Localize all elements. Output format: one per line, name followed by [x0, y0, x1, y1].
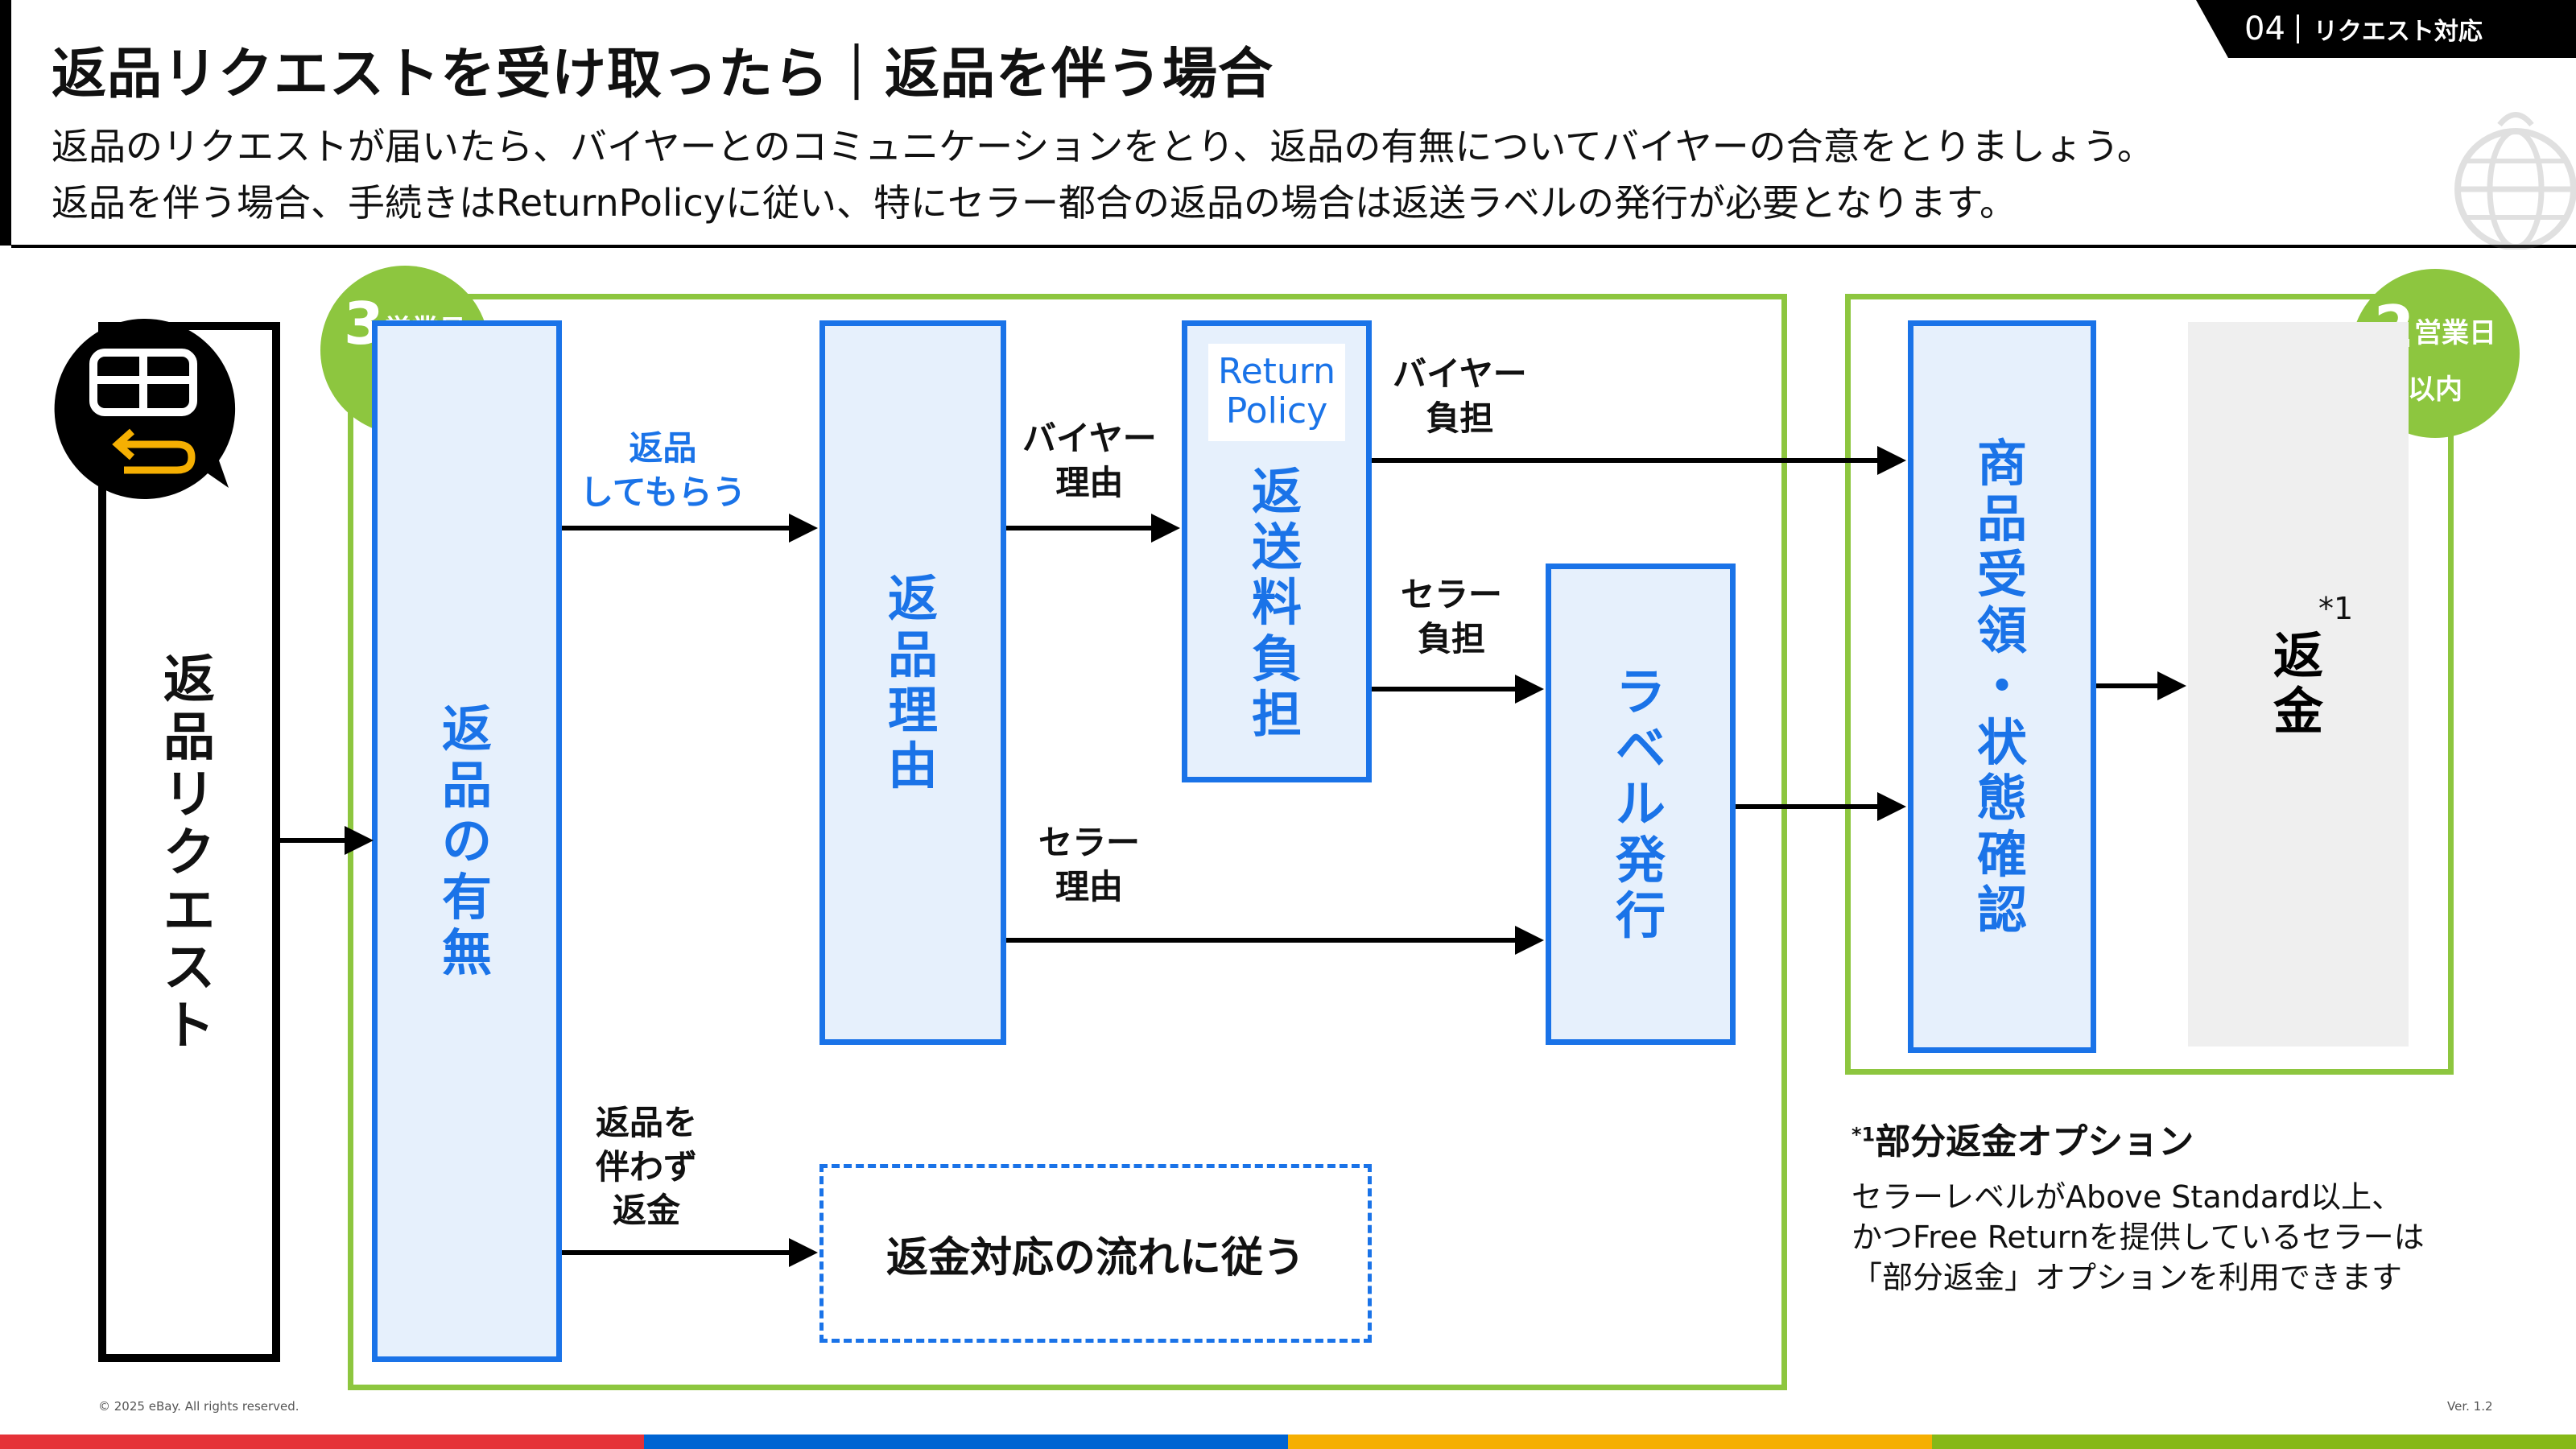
box-char: 有 — [441, 867, 492, 927]
request-char: リ — [163, 766, 215, 826]
note-line: セラーレベルがAbove Standard以上、 — [1852, 1179, 2403, 1215]
box-char: 負 — [1251, 629, 1302, 688]
request-char: ク — [163, 824, 215, 884]
section-label: リクエスト対応 — [2313, 18, 2483, 46]
box-char: 送 — [1251, 517, 1302, 576]
stripe-red — [0, 1435, 644, 1449]
request-char: 品 — [163, 708, 215, 768]
label-line: 理由 — [1055, 462, 1124, 502]
box-char: ・ — [1976, 657, 2027, 716]
box-char: 返 — [2273, 626, 2323, 685]
label-seller-reason: セラー 理由 — [1038, 821, 1140, 909]
box-char: 態 — [1976, 769, 2027, 828]
return-policy-tag: Return Policy — [1208, 344, 1345, 441]
request-char: エ — [163, 881, 215, 941]
page-title: 返品リクエストを受け取ったら｜返品を伴う場合 — [52, 43, 1274, 106]
box-char: 返 — [441, 700, 492, 759]
policy-tag-line: Policy — [1225, 390, 1328, 432]
box-char: 返 — [887, 569, 938, 629]
note-mark: *1 — [1852, 1123, 1876, 1146]
label-refund-without-return: 返品を 伴わず 返金 — [596, 1101, 697, 1233]
section-separator — [2296, 14, 2299, 43]
box-char: ベ — [1615, 718, 1666, 778]
refund-box: 返 金 — [2188, 322, 2409, 1046]
box-char: 状 — [1976, 712, 2027, 772]
box-char: 品 — [887, 625, 938, 684]
box-char: 料 — [1251, 573, 1302, 633]
request-char: ス — [163, 939, 215, 999]
policy-tag-line: Return — [1217, 351, 1335, 392]
section-number: 04 — [2244, 10, 2285, 47]
return-availability-box: 返 品 の 有 無 — [372, 320, 562, 1362]
label-line: セラー — [1038, 823, 1141, 862]
box-char: 理 — [887, 681, 938, 740]
box-char: 発 — [1615, 830, 1666, 890]
box-char: 領 — [1976, 601, 2027, 660]
description-line-2: 返品を伴う場合、手続きはReturnPolicyに従い、特にセラー都合の返品の場… — [52, 181, 2017, 225]
stripe-green — [1932, 1435, 2576, 1449]
description-line-1: 返品のリクエストが届いたら、バイヤーとのコミュニケーションをとり、返品の有無につ… — [52, 125, 2154, 168]
return-package-icon — [54, 318, 236, 499]
box-char: 金 — [2273, 682, 2323, 741]
badge-unit: 営業日 — [2414, 317, 2497, 349]
stripe-blue — [644, 1435, 1288, 1449]
box-char: 無 — [441, 923, 492, 983]
label-return-yes: 返品 してもらう — [580, 427, 746, 514]
copyright: © 2025 eBay. All rights reserved. — [98, 1399, 299, 1414]
version-label: Ver. 1.2 — [2447, 1399, 2493, 1414]
label-issue-box: ラ ベ ル 発 行 — [1546, 564, 1736, 1045]
box-char: 品 — [441, 755, 492, 815]
label-line: 返品を — [596, 1103, 698, 1142]
note-line: 「部分返金」オプションを利用できます — [1852, 1260, 2403, 1295]
refund-flow-box: 返金対応の流れに従う — [819, 1164, 1372, 1343]
label-seller-burden: セラー 負担 — [1401, 573, 1502, 661]
box-char: 行 — [1615, 886, 1666, 946]
box-char: の — [441, 811, 492, 871]
label-line: 伴わず — [596, 1146, 698, 1187]
note-title-text: 部分返金オプション — [1875, 1121, 2194, 1162]
box-char: 返 — [1251, 461, 1302, 521]
label-line: 返品 — [629, 428, 697, 468]
globe-icon — [2454, 112, 2576, 250]
return-reason-box: 返 品 理 由 — [819, 320, 1006, 1045]
box-char: 担 — [1251, 685, 1302, 745]
footer-color-stripe — [0, 1435, 2576, 1449]
label-line: してもらう — [580, 472, 746, 512]
badge-suffix: 以内 — [2408, 374, 2462, 406]
receipt-condition-check-box: 商 品 受 領 ・ 状 態 確 認 — [1908, 320, 2096, 1053]
label-line: 負担 — [1418, 618, 1486, 658]
label-line: バイヤー — [1393, 354, 1527, 394]
label-line: セラー — [1401, 575, 1503, 614]
return-shipping-cost-box: Return Policy 返 送 料 負 担 — [1182, 320, 1372, 782]
refund-footnote-mark: *1 — [2318, 591, 2354, 626]
box-char: ラ — [1615, 663, 1666, 722]
header-divider — [11, 245, 2576, 248]
stripe-yellow — [1288, 1435, 1932, 1449]
flow-panel-refund — [1845, 294, 2454, 1075]
header-accent-bar — [0, 0, 11, 246]
request-char: 返 — [163, 650, 215, 710]
box-char: 由 — [887, 737, 938, 796]
label-line: 負担 — [1426, 398, 1494, 438]
label-line: バイヤー — [1022, 419, 1157, 458]
note-title: *1部分返金オプション — [1852, 1113, 2194, 1164]
label-line: 理由 — [1055, 866, 1124, 906]
box-char: 確 — [1976, 824, 2027, 884]
section-tab: 04 リクエスト対応 — [2196, 0, 2576, 58]
label-buyer-burden: バイヤー 負担 — [1393, 353, 1527, 440]
note-line: かつFree Returnを提供しているセラーは — [1852, 1220, 2425, 1255]
box-char: 受 — [1976, 545, 2027, 605]
label-buyer-reason: バイヤー 理由 — [1022, 417, 1157, 505]
box-char: 認 — [1976, 881, 2027, 940]
box-char: 品 — [1976, 489, 2027, 548]
shipping-cost-label: 返 送 料 負 担 — [1251, 461, 1302, 745]
box-char: ル — [1615, 774, 1666, 834]
request-char: ト — [163, 997, 215, 1057]
label-line: 返金 — [613, 1191, 681, 1231]
box-char: 商 — [1976, 433, 2027, 493]
